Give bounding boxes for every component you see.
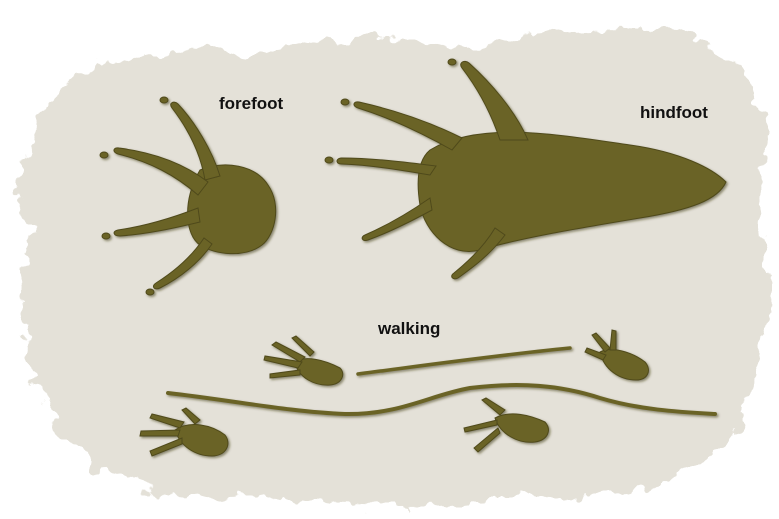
hindfoot-claw-2 (341, 99, 349, 105)
forefoot-claw-2 (100, 152, 108, 158)
background-blotch (19, 28, 768, 505)
forefoot-claw-1 (160, 97, 168, 103)
forefoot-claw-4 (146, 289, 154, 295)
forefoot-label: forefoot (219, 94, 283, 114)
hindfoot-claw-1 (448, 59, 456, 65)
hindfoot-claw-3 (325, 157, 333, 163)
hindfoot-label: hindfoot (640, 103, 708, 123)
forefoot-claw-3 (102, 233, 110, 239)
walking-label: walking (378, 319, 440, 339)
